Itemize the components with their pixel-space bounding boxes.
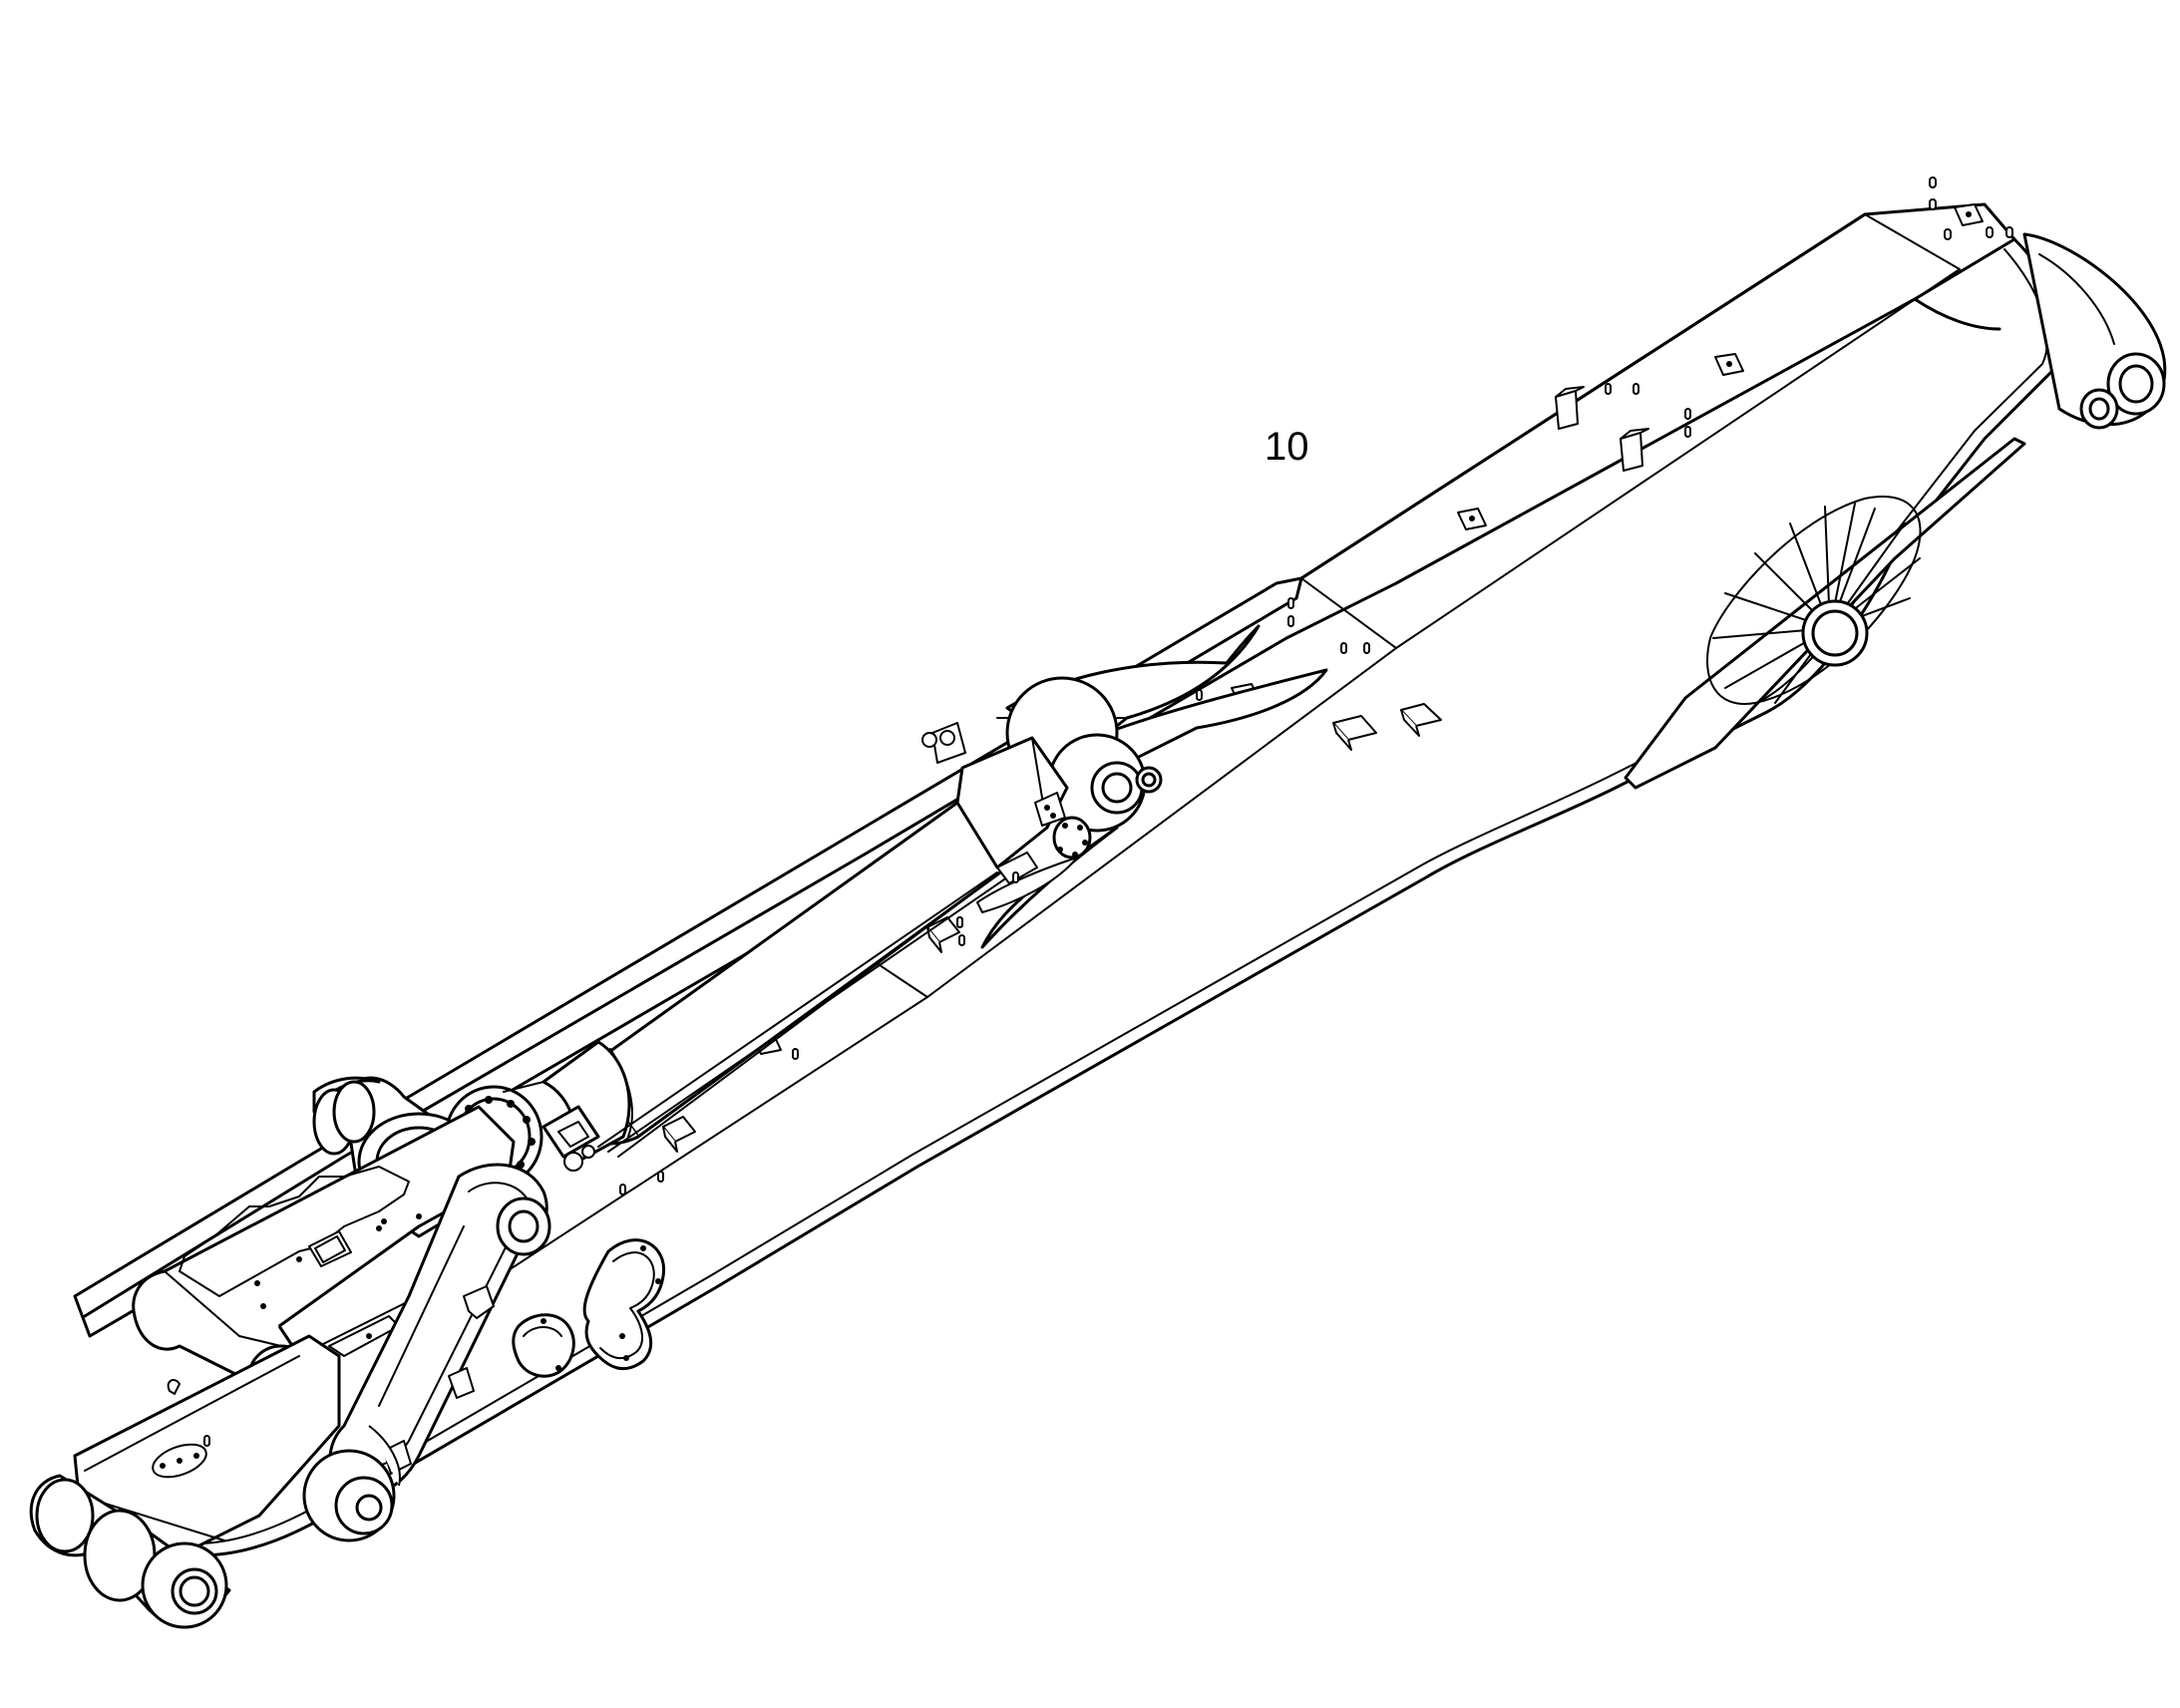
bucket-linkage xyxy=(302,1163,551,1542)
callout-label: 10 xyxy=(1265,425,1309,469)
arm-tip xyxy=(29,1334,341,1629)
side-pads xyxy=(512,1238,666,1378)
side-plate-hub xyxy=(1624,437,2026,790)
cylinder-rod-end-bracket xyxy=(980,624,1328,949)
hydraulic-cylinder xyxy=(444,722,1092,1189)
boom-foot-boss xyxy=(2022,232,2167,430)
arm-body xyxy=(73,202,2064,1557)
